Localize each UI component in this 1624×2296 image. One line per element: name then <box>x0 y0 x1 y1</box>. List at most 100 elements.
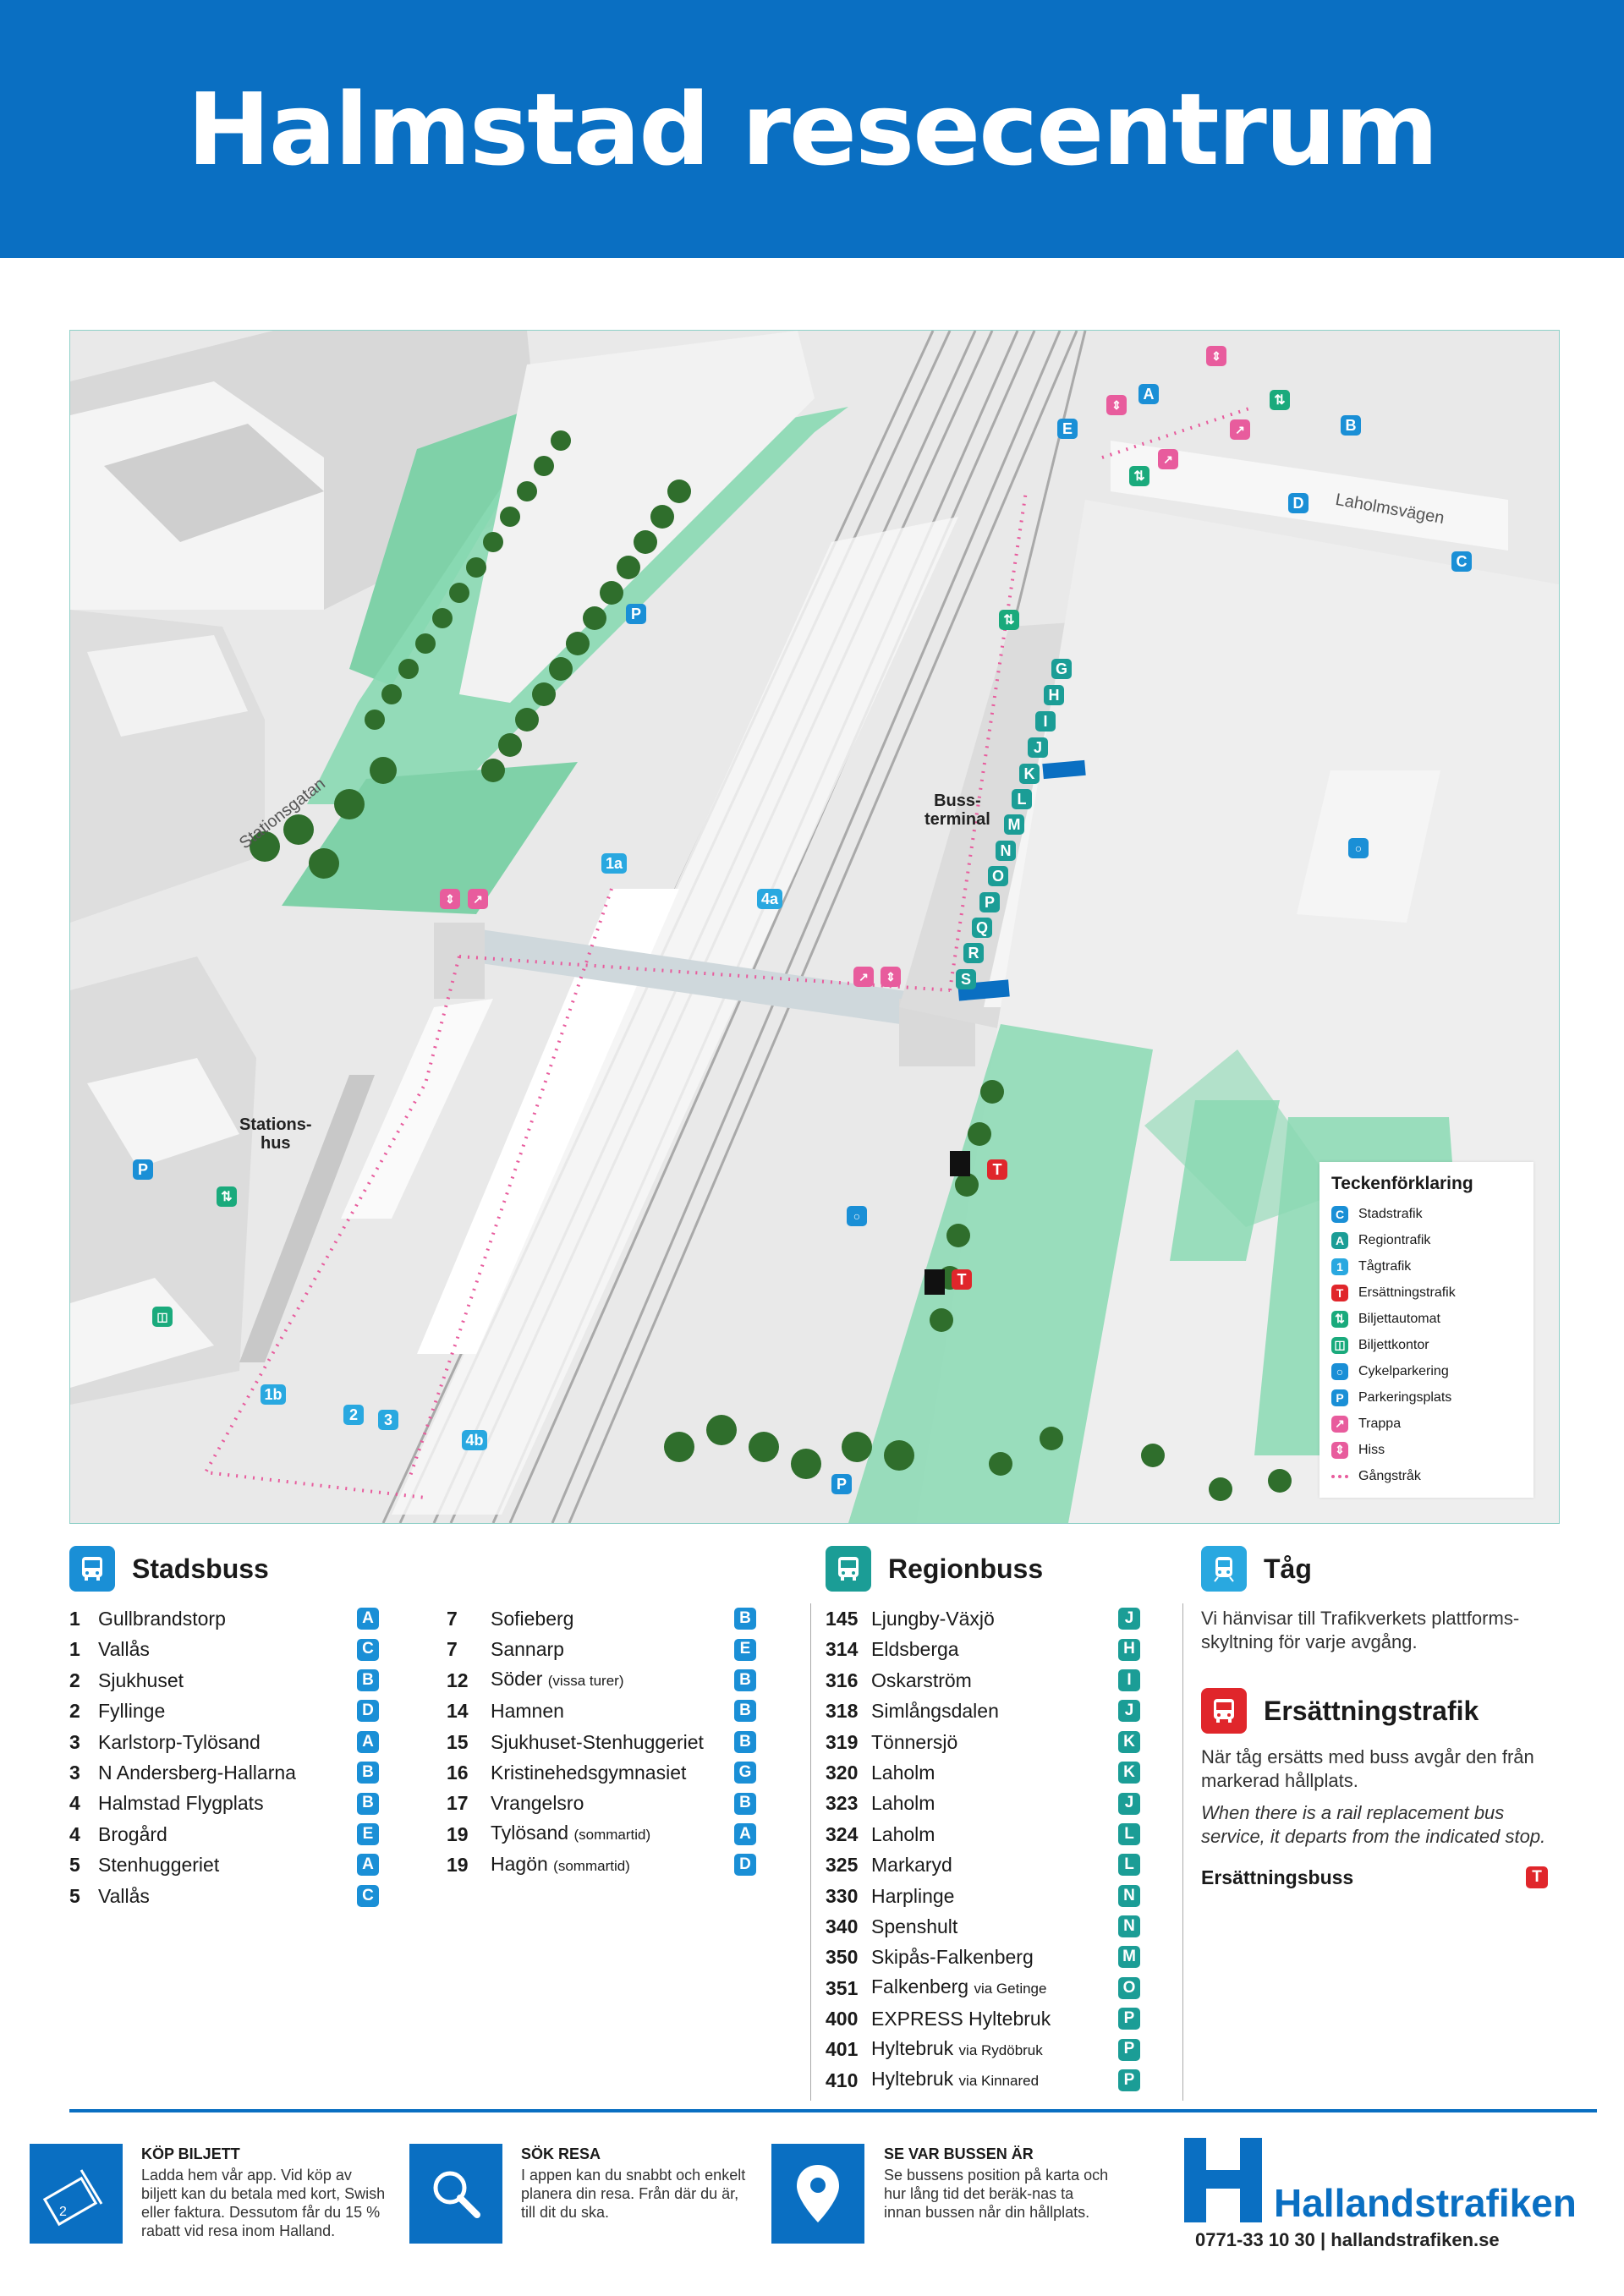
stop-marker-l[interactable]: L <box>1012 789 1032 809</box>
stop-marker-i[interactable]: I <box>1035 711 1056 732</box>
route-number: 12 <box>447 1669 469 1691</box>
stop-marker-b[interactable]: B <box>1341 415 1361 436</box>
bus-icon <box>69 1546 115 1592</box>
stop-marker-d[interactable]: D <box>1288 493 1309 513</box>
route-destination: Hamnen <box>491 1696 731 1726</box>
parking-icon: P <box>1331 1389 1348 1406</box>
ticket-zone-number: 2 <box>59 2205 67 2219</box>
platform-marker-1a[interactable]: 1a <box>601 853 627 874</box>
route-number: 1 <box>69 1638 80 1661</box>
route-stop-badge: J <box>1118 1608 1140 1630</box>
route-stop-badge: E <box>734 1638 756 1661</box>
column-divider <box>810 1603 811 2101</box>
replacement-stop-marker-2[interactable]: T <box>952 1269 972 1290</box>
route-stop-badge: B <box>734 1730 756 1753</box>
column-divider <box>1182 1603 1183 2101</box>
stop-marker-m[interactable]: M <box>1004 814 1024 835</box>
route-stop-badge: G <box>734 1762 756 1784</box>
stop-marker-g[interactable]: G <box>1051 659 1072 679</box>
platform-marker-2[interactable]: 2 <box>343 1405 364 1425</box>
ticket-machine-icon: ⇅ <box>1129 466 1149 486</box>
track-bus-text: Se bussens position på karta och hur lån… <box>884 2167 1109 2221</box>
route-number: 5 <box>69 1854 80 1877</box>
replacement-stop-marker-1[interactable]: T <box>987 1159 1007 1180</box>
route-stop-badge: B <box>734 1669 756 1691</box>
stop-marker-o[interactable]: O <box>988 866 1008 886</box>
route-number: 400 <box>826 2008 859 2030</box>
tag-title: Tåg <box>1264 1553 1312 1584</box>
platform-marker-4b[interactable]: 4b <box>462 1430 487 1450</box>
stop-marker-p[interactable]: P <box>979 892 1000 912</box>
stop-marker-a[interactable]: A <box>1138 384 1159 404</box>
ersattning-text-en: When there is a rail replacement bus ser… <box>1201 1802 1546 1847</box>
route-stop-badge: L <box>1118 1854 1140 1877</box>
stop-marker-e[interactable]: E <box>1057 419 1078 439</box>
search-trip-title: SÖK RESA <box>521 2145 601 2162</box>
route-number: 3 <box>69 1761 80 1784</box>
brand-name: Hallandstrafiken <box>1274 2181 1577 2225</box>
stop-marker-q[interactable]: Q <box>972 918 992 938</box>
train-icon <box>1201 1546 1247 1592</box>
route-number: 4 <box>69 1792 80 1815</box>
stop-marker-r[interactable]: R <box>963 943 984 963</box>
legend-label: Tågtrafik <box>1358 1258 1412 1274</box>
stop-marker-s[interactable]: S <box>956 969 976 989</box>
platform-marker-3[interactable]: 3 <box>378 1410 398 1430</box>
stop-marker-n[interactable]: N <box>996 841 1016 861</box>
ersattning-bus-row[interactable]: Ersättningsbuss T <box>1201 1862 1548 1893</box>
route-destination: Laholm <box>871 1757 1115 1788</box>
route-stop-badge: K <box>1118 1762 1140 1784</box>
route-number: 318 <box>826 1700 859 1723</box>
route-stop-badge: A <box>357 1730 379 1753</box>
stop-marker-k[interactable]: K <box>1019 764 1040 784</box>
platform-marker-1b[interactable]: 1b <box>261 1384 286 1405</box>
stop-marker-h[interactable]: H <box>1044 685 1064 705</box>
ticket-icon: 2 <box>30 2144 123 2244</box>
route-number: 19 <box>447 1854 469 1877</box>
route-destination: Tylösand (sommartid) <box>491 1817 731 1850</box>
route-destination-text: Sjukhuset-Stenhuggeriet <box>491 1730 704 1753</box>
route-stop-badge: A <box>357 1608 379 1630</box>
route-stop-badge: P <box>1118 2008 1140 2030</box>
platform-marker-4a[interactable]: 4a <box>757 889 782 909</box>
stop-marker-j[interactable]: J <box>1028 737 1048 758</box>
legend-label: Hiss <box>1358 1442 1385 1457</box>
stop-marker-c[interactable]: C <box>1451 551 1472 572</box>
